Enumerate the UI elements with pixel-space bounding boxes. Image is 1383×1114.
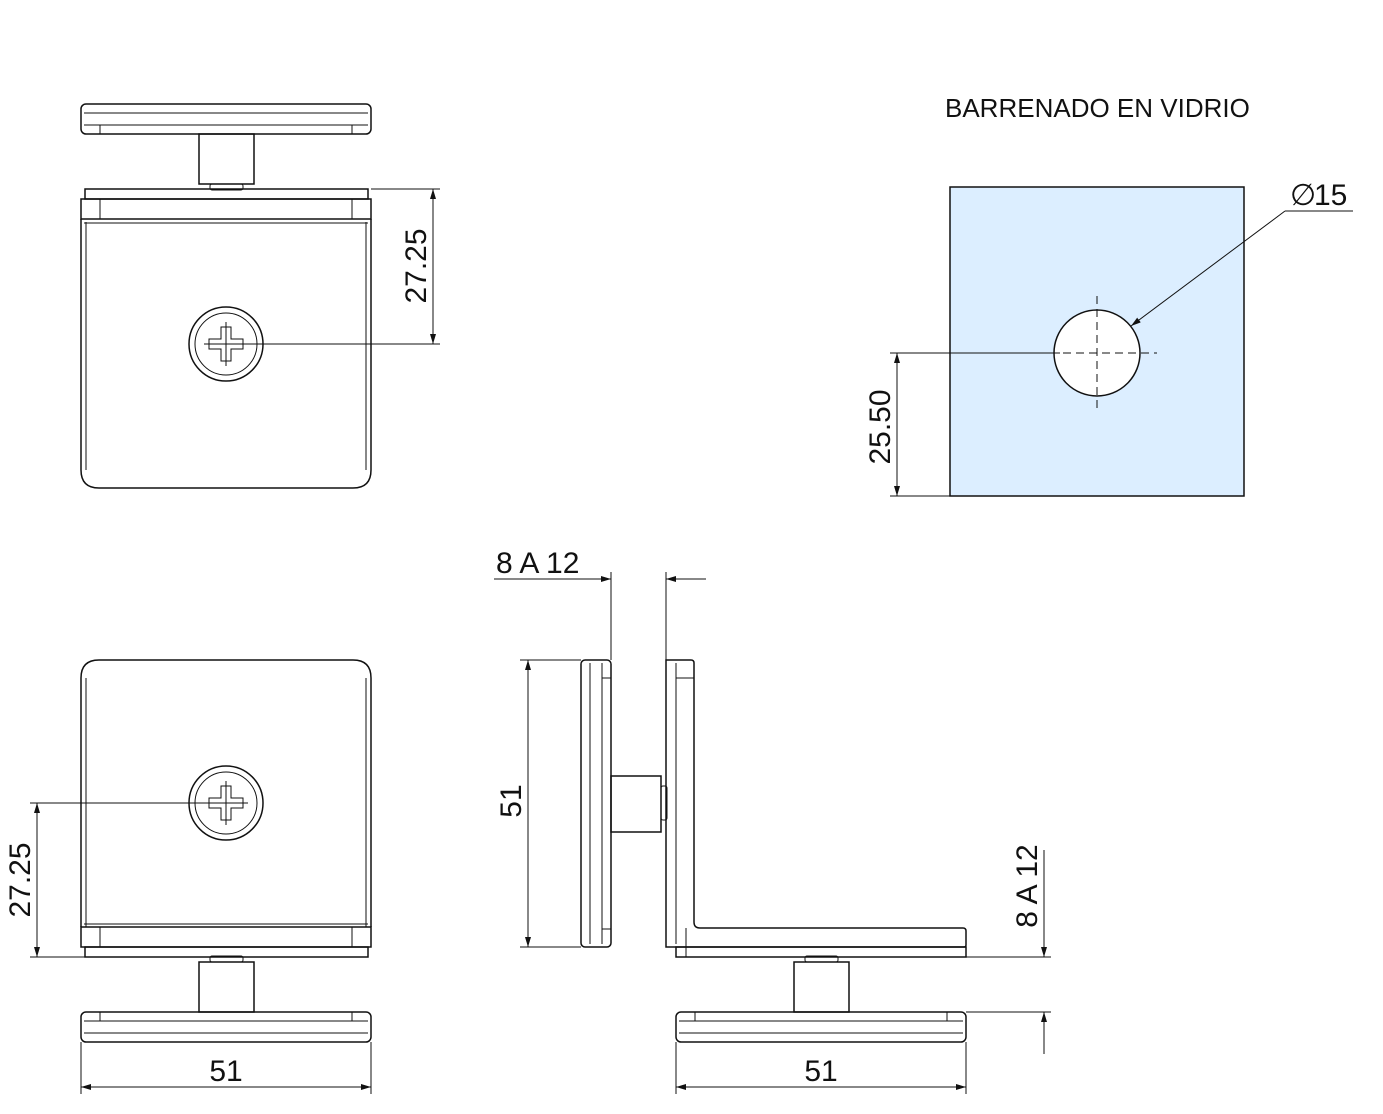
bracket-flange-bottom bbox=[84, 946, 369, 958]
side-clamp-plate bbox=[580, 659, 612, 948]
side-bracket-flange bbox=[675, 946, 967, 958]
side-width-label: 51 bbox=[804, 1055, 837, 1088]
spacer-stem bbox=[198, 133, 255, 185]
diameter-label: 15 bbox=[1314, 179, 1347, 212]
glass-drilling-title: BARRENADO EN VIDRIO bbox=[945, 93, 1250, 123]
clamp-plate-bottom bbox=[80, 1011, 372, 1043]
side-spacer-bottom bbox=[793, 961, 850, 1013]
bracket-lip bbox=[80, 198, 372, 220]
top-view: 27.25 bbox=[80, 103, 440, 489]
glass-drilling-view: BARRENADO EN VIDRIO ∅ 15 25.50 bbox=[864, 93, 1353, 497]
glass-thickness-label: 8 A 12 bbox=[496, 547, 579, 580]
spacer-stem-bottom bbox=[198, 961, 255, 1013]
bottom-width-label: 51 bbox=[209, 1055, 242, 1088]
bracket-face bbox=[80, 219, 372, 489]
side-l-bracket bbox=[665, 659, 967, 948]
diameter-symbol: ∅ bbox=[1290, 179, 1316, 212]
side-height-label: 51 bbox=[495, 784, 528, 817]
top-clamp-plate bbox=[80, 103, 372, 135]
side-spacer bbox=[610, 775, 662, 833]
top-screw-offset-label: 27.25 bbox=[400, 228, 433, 303]
bottom-view: 27.25 51 bbox=[4, 659, 372, 1094]
bottom-thickness-label: 8 A 12 bbox=[1011, 844, 1044, 927]
side-view: 8 A 12 51 51 8 A 12 bbox=[494, 547, 1051, 1094]
bottom-screw-offset-label: 27.25 bbox=[4, 842, 37, 917]
side-clamp-plate-bottom bbox=[675, 1011, 967, 1043]
bracket-lip-bottom bbox=[80, 926, 372, 948]
bracket-face-bottom bbox=[80, 659, 372, 927]
hole-offset-label: 25.50 bbox=[864, 389, 897, 464]
